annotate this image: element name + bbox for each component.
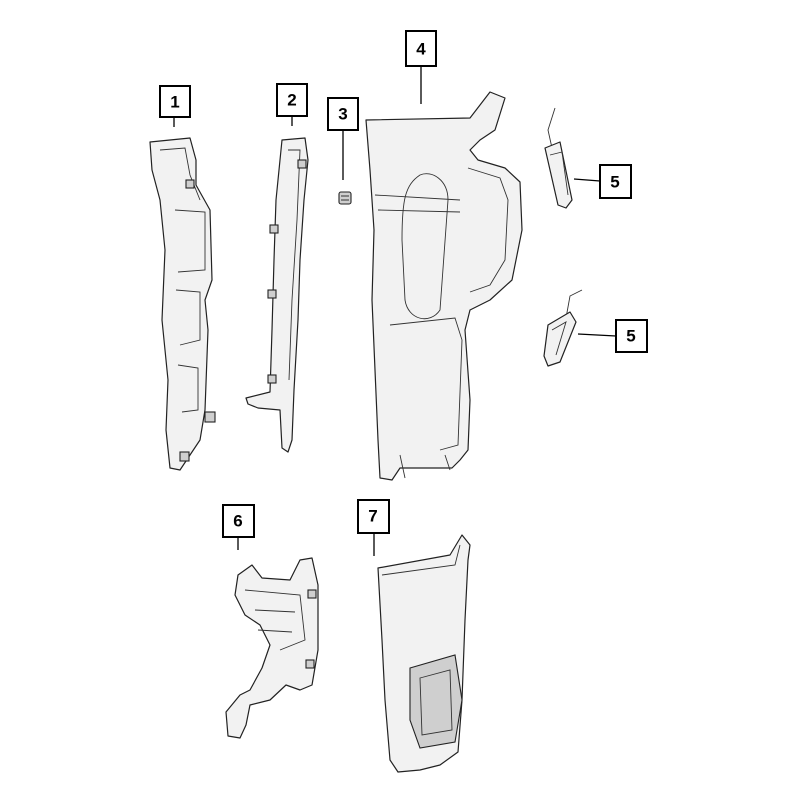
part-2-trim-strip xyxy=(245,137,309,453)
callout-1-label: 1 xyxy=(170,93,179,112)
callout-4: 4 xyxy=(405,30,437,104)
callout-4-label: 4 xyxy=(416,40,426,59)
callout-2-label: 2 xyxy=(287,91,296,110)
callout-1: 1 xyxy=(159,85,191,127)
callout-6: 6 xyxy=(222,504,255,550)
part-1-pillar-bracket xyxy=(149,137,216,471)
callout-2: 2 xyxy=(276,83,308,126)
part-5-lower-piece xyxy=(543,289,583,367)
callout-5-upper: 5 xyxy=(573,164,632,199)
callout-5-lower: 5 xyxy=(577,319,648,353)
part-5-upper-piece xyxy=(544,107,573,209)
part-6-lower-bracket xyxy=(225,557,319,739)
part-4-pillar-trim xyxy=(365,91,523,481)
callout-6-label: 6 xyxy=(233,512,242,531)
callout-7: 7 xyxy=(357,499,390,556)
callout-7-label: 7 xyxy=(368,507,377,526)
callout-5-lower-label: 5 xyxy=(626,327,635,346)
callout-5-upper-label: 5 xyxy=(610,173,619,192)
callout-3-label: 3 xyxy=(338,105,347,124)
callout-3: 3 xyxy=(327,97,359,180)
part-3-clip xyxy=(338,191,352,205)
part-7-lower-trim xyxy=(377,534,471,773)
